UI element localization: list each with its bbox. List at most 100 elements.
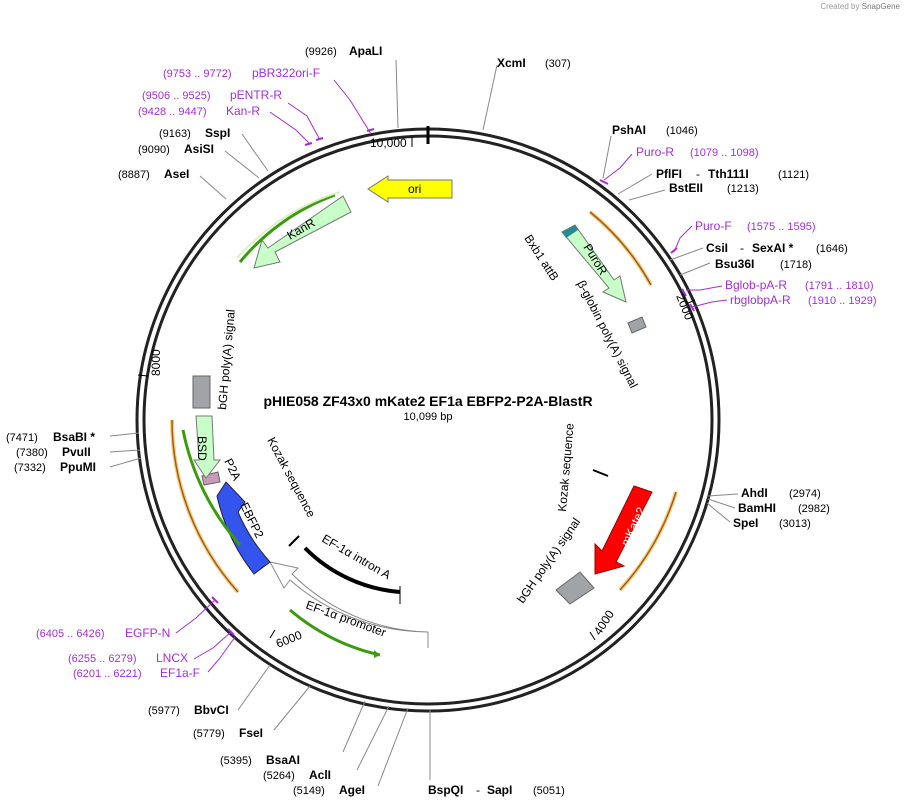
svg-text:-: - — [696, 167, 700, 181]
site-apali[interactable]: (9926) ApaLI — [305, 44, 399, 129]
site-pshai[interactable]: PshAI (1046) — [602, 123, 698, 179]
svg-text:AgeI: AgeI — [339, 783, 365, 797]
svg-text:(1910 .. 1929): (1910 .. 1929) — [808, 295, 877, 307]
svg-text:Kan-R: Kan-R — [226, 104, 260, 118]
svg-text:SapI: SapI — [487, 783, 512, 797]
label-bglobin-polya: β-globin poly(A) signal — [574, 278, 640, 390]
feature-bglobin-polya[interactable] — [627, 316, 647, 334]
svg-text:(1575 .. 1595): (1575 .. 1595) — [747, 221, 816, 233]
svg-text:BamHI: BamHI — [738, 501, 776, 515]
svg-text:(1121): (1121) — [778, 169, 809, 181]
plasmid-backbone — [135, 126, 721, 713]
site-ppumi[interactable]: (7332) PpuMI — [14, 457, 142, 474]
site-sspi[interactable]: (9163) SspI — [159, 126, 269, 172]
feature-ef1a-intron[interactable] — [303, 546, 401, 604]
svg-text:6000: 6000 — [274, 628, 304, 651]
feature-bsd[interactable]: BSD — [193, 415, 222, 479]
site-bbvci[interactable]: (5977) BbvCI — [148, 664, 271, 717]
site-bamhi[interactable]: BamHI (2982) — [707, 498, 830, 515]
svg-text:AclI: AclI — [309, 768, 331, 782]
svg-text:Tth111I: Tth111I — [708, 167, 749, 181]
site-bsaai[interactable]: (5395) BsaAI — [220, 700, 366, 767]
svg-text:(9926): (9926) — [305, 46, 337, 58]
label-ef1a-intron: EF-1α intron A — [320, 531, 394, 582]
svg-text:FseI: FseI — [239, 726, 263, 740]
svg-text:pENTR-R: pENTR-R — [230, 88, 282, 102]
svg-text:(5051): (5051) — [533, 785, 565, 797]
svg-text:Bglob-pA-R: Bglob-pA-R — [725, 278, 787, 292]
svg-text:(5977): (5977) — [148, 705, 180, 717]
svg-text:pBR322ori-F: pBR322ori-F — [252, 66, 320, 80]
svg-text:BbvCI: BbvCI — [194, 703, 229, 717]
site-bsteii[interactable]: BstEII (1213) — [628, 181, 759, 201]
site-pvuii[interactable]: (7380) PvuII — [16, 445, 141, 459]
site-acli[interactable]: (5264) AclI — [263, 705, 390, 782]
primer-egfp-n[interactable]: (6405 .. 6426) EGFP-N — [36, 596, 219, 640]
site-agei[interactable]: (5149) AgeI — [293, 707, 409, 797]
svg-text:-: - — [476, 783, 480, 797]
svg-text:(6405 .. 6426): (6405 .. 6426) — [36, 628, 105, 640]
svg-text:(9428 .. 9447): (9428 .. 9447) — [138, 106, 207, 118]
primer-kan-r[interactable]: (9428 .. 9447) Kan-R — [138, 104, 313, 146]
svg-text:PvuII: PvuII — [62, 445, 91, 459]
svg-text:BspQI: BspQI — [428, 783, 463, 797]
svg-text:(5395): (5395) — [220, 755, 252, 767]
site-bsu36i[interactable]: Bsu36I (1718) — [679, 257, 812, 276]
primer-puro-f[interactable]: Puro-F (1575 .. 1595) — [670, 219, 816, 254]
svg-text:8000: 8000 — [149, 349, 163, 376]
feature-kanr[interactable]: KanR — [236, 191, 352, 269]
svg-text:CsiI: CsiI — [706, 241, 728, 255]
svg-text:AseI: AseI — [164, 167, 189, 181]
svg-text:(9753 .. 9772): (9753 .. 9772) — [163, 68, 232, 80]
primer-lncx[interactable]: (6255 .. 6279) LNCX — [68, 628, 235, 665]
svg-text:PflFI: PflFI — [656, 167, 682, 181]
svg-text:Puro-R: Puro-R — [636, 145, 674, 159]
site-csii[interactable]: CsiI - SexAI * (1646) — [669, 241, 848, 261]
label-bgh-polya-left: bGH poly(A) signal — [215, 309, 238, 411]
svg-text:(6201 .. 6221): (6201 .. 6221) — [73, 668, 142, 680]
svg-text:BsaAI: BsaAI — [266, 753, 300, 767]
feature-bgh-polya-right[interactable] — [555, 571, 595, 605]
label-kozak-left: Kozak sequence — [264, 435, 318, 520]
svg-text:(5149): (5149) — [293, 785, 325, 797]
feature-ori[interactable]: ori — [367, 175, 453, 203]
site-xcmi[interactable]: XcmI (307) — [482, 56, 571, 131]
svg-text:EGFP-N: EGFP-N — [125, 626, 170, 640]
svg-text:(7471): (7471) — [6, 432, 38, 444]
map-title: pHIE058 ZF43x0 mKate2 EF1a EBFP2-P2A-Bla… — [263, 393, 592, 409]
primer-rbglobpa-r[interactable]: rbglobpA-R (1910 .. 1929) — [689, 293, 877, 312]
primer-pentr-r[interactable]: (9506 .. 9525) pENTR-R — [142, 88, 324, 141]
svg-text:(9163): (9163) — [159, 128, 191, 140]
site-asei[interactable]: (8887) AseI — [118, 167, 227, 200]
svg-text:EF1a-F: EF1a-F — [160, 666, 200, 680]
svg-text:(5264): (5264) — [263, 770, 295, 782]
svg-text:(6255 .. 6279): (6255 .. 6279) — [68, 653, 137, 665]
svg-text:P2A: P2A — [221, 456, 244, 483]
primer-puro-r[interactable]: Puro-R (1079 .. 1098) — [599, 145, 759, 185]
primer-bglob-pa-r[interactable]: Bglob-pA-R (1791 .. 1810) — [681, 278, 874, 297]
svg-text:(1213): (1213) — [727, 183, 759, 195]
svg-text:BsaBI *: BsaBI * — [53, 430, 95, 444]
watermark-prefix: Created by — [820, 2, 860, 11]
svg-text:(307): (307) — [545, 58, 571, 70]
site-fsei[interactable]: (5779) FseI — [193, 685, 311, 740]
site-ahdi[interactable]: AhdI (2974) — [707, 486, 821, 500]
site-asisi[interactable]: (9090) AsiSI — [138, 142, 260, 179]
tick-10000: 10,000 — [370, 136, 413, 150]
svg-text:XcmI: XcmI — [497, 56, 526, 70]
feature-ef1a-promoter[interactable] — [269, 561, 429, 658]
primer-pbr322ori-f[interactable]: (9753 .. 9772) pBR322ori-F — [163, 66, 375, 135]
svg-text:BSD: BSD — [195, 436, 209, 461]
feature-bgh-polya-left[interactable] — [192, 375, 211, 409]
svg-text:Bsu36I: Bsu36I — [715, 257, 754, 271]
svg-text:LNCX: LNCX — [156, 651, 188, 665]
site-bspqi[interactable]: BspQI - SapI (5051) — [428, 710, 565, 797]
svg-text:SspI: SspI — [205, 126, 230, 140]
site-pflfi[interactable]: PflFI - Tth111I (1121) — [617, 167, 809, 195]
site-bsabi[interactable]: (7471) BsaBI * — [6, 430, 140, 444]
primer-ef1a-f[interactable]: (6201 .. 6221) EF1a-F — [73, 636, 236, 680]
svg-text:ori: ori — [408, 182, 421, 196]
site-spei[interactable]: SpeI (3013) — [706, 502, 811, 530]
svg-text:(1046): (1046) — [666, 125, 698, 137]
feature-kozak-left — [288, 535, 300, 547]
